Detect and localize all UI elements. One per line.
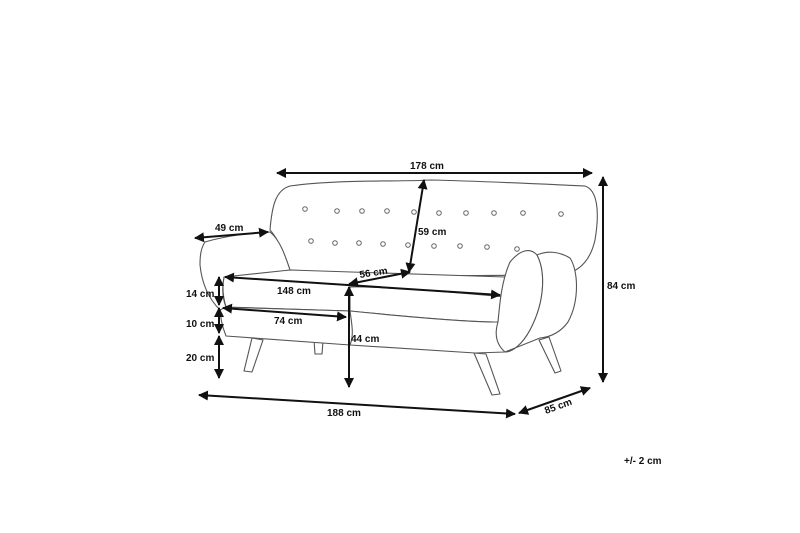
dim-line-width-total <box>198 390 516 419</box>
label-seat-width: 148 cm <box>277 286 311 297</box>
label-height-total: 84 cm <box>607 281 635 292</box>
sofa-drawing <box>199 179 598 396</box>
leg-front-left <box>243 337 264 373</box>
dimension-lines <box>194 168 608 419</box>
tolerance-note: +/- 2 cm <box>624 456 662 467</box>
label-leg-height: 20 cm <box>186 353 214 364</box>
label-width-top: 178 cm <box>410 161 444 172</box>
label-seat-depth: 56 cm <box>359 266 389 281</box>
label-backrest-height: 59 cm <box>418 227 446 238</box>
dim-line-armrest <box>194 227 269 243</box>
label-width-total: 188 cm <box>327 408 361 419</box>
dimension-labels: 178 cm 49 cm 59 cm 56 cm 148 cm 74 cm 44… <box>186 161 662 467</box>
label-seat-height: 44 cm <box>351 334 379 345</box>
label-seat-inner-width: 74 cm <box>274 316 302 327</box>
leg-front-right <box>473 352 501 396</box>
label-base-height: 10 cm <box>186 319 214 330</box>
dim-line-seat-inner <box>222 303 347 322</box>
dim-line-depth <box>518 386 591 415</box>
leg-back-right <box>538 336 562 374</box>
dim-line-seat-width <box>224 272 501 300</box>
dim-line-backrest <box>405 179 428 273</box>
label-armrest-depth: 49 cm <box>215 223 243 234</box>
label-cushion-height: 14 cm <box>186 289 214 300</box>
